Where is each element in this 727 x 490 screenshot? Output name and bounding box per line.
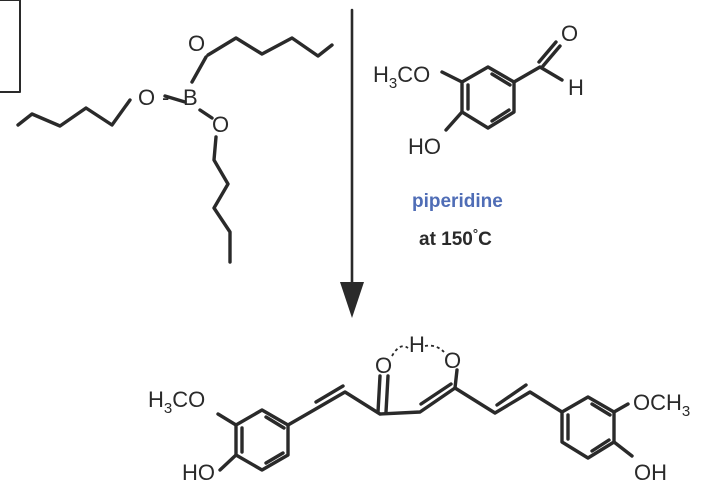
hydrogen-bond-right — [424, 344, 445, 353]
vanillin: H3CO O H HO — [373, 21, 584, 159]
bridge-hydrogen-label: H — [409, 332, 425, 357]
butyl-chain-top — [190, 36, 334, 84]
oxygen-top-label: O — [188, 31, 205, 56]
right-hydroxy-bond — [612, 440, 634, 458]
vanillin-methoxy-label: H3CO — [373, 62, 430, 92]
left-aryl-ring — [234, 408, 290, 472]
butyl-chain-left — [16, 94, 187, 128]
right-hydroxy-label: OH — [634, 460, 667, 485]
aldehyde-bonds — [512, 40, 564, 84]
left-ring-double-bonds — [240, 415, 286, 465]
hydroxy-bond — [444, 110, 464, 132]
reaction-arrow — [340, 8, 364, 318]
frame-box — [0, 0, 21, 93]
heptadienone-chain — [286, 386, 564, 427]
left-hydroxy-bond — [218, 453, 238, 472]
left-methoxy-bond — [216, 412, 238, 427]
oxygen-bottom-label: O — [212, 112, 229, 137]
arrow-head — [340, 282, 364, 318]
vanillin-ring — [460, 65, 516, 130]
right-aryl-ring — [560, 395, 616, 460]
right-methoxy-bond — [612, 402, 630, 414]
aldehyde-hydrogen-label: H — [568, 75, 584, 100]
right-methoxy-label: OCH3 — [633, 390, 690, 420]
enol-oxygen-label: O — [444, 348, 461, 373]
temperature-label: at 150°C — [419, 226, 492, 250]
boron-label: B — [183, 85, 198, 110]
oxygen-left-label: O — [138, 85, 155, 110]
carbonyl-and-enol-bonds — [376, 368, 459, 414]
left-hydroxy-label: HO — [182, 460, 215, 485]
hydrogen-bond-left — [391, 345, 409, 357]
right-ring-double-bonds — [566, 402, 612, 453]
butyl-chain-bottom — [198, 108, 232, 264]
vanillin-ring-double-bonds — [466, 72, 512, 123]
catalyst-label: piperidine — [412, 191, 503, 212]
bond-dash: - — [162, 85, 169, 110]
keto-oxygen-label: O — [375, 353, 392, 378]
chain-double-bonds — [314, 382, 528, 407]
tributyl-borate: O B - O O — [16, 31, 334, 264]
aldehyde-oxygen-label: O — [561, 21, 578, 46]
left-methoxy-label: H3CO — [148, 387, 205, 417]
methoxy-bond — [440, 70, 464, 84]
curcumin: H3CO HO O H O OCH3 OH — [148, 332, 690, 485]
vanillin-hydroxy-label: HO — [408, 134, 441, 159]
